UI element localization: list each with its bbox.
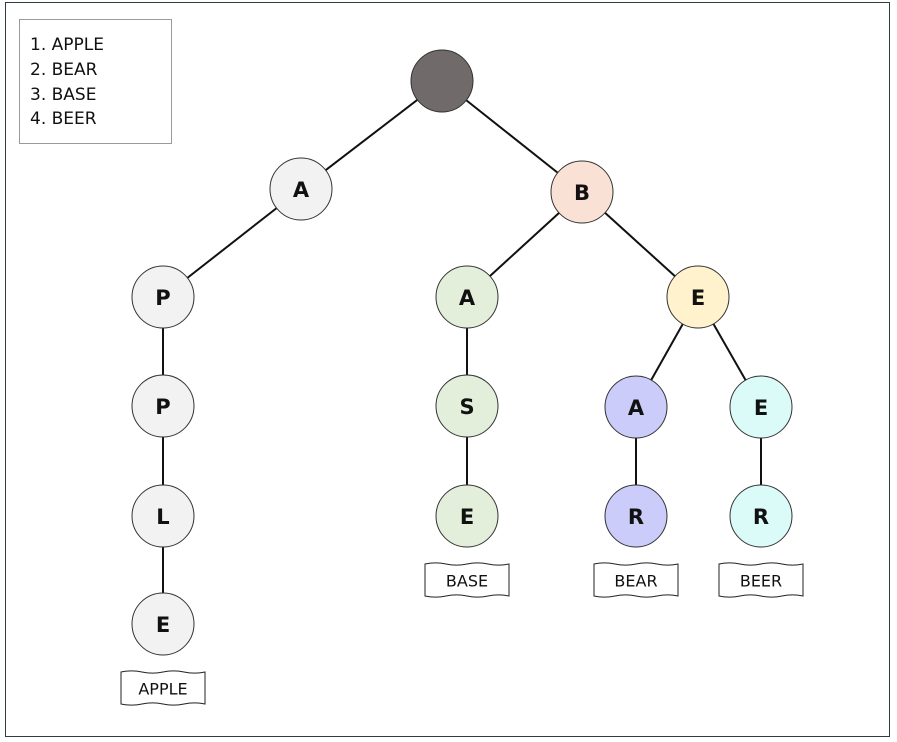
node-label: E (460, 505, 474, 529)
trie-node-e3: E (666, 265, 730, 329)
legend-item-4: 4. BEER (30, 109, 97, 129)
legend-item-1: 1. APPLE (30, 35, 104, 55)
trie-node-root (410, 49, 474, 113)
trie-node-r1: R (604, 484, 668, 548)
node-label: E (691, 286, 705, 310)
word-tag-base: BASE (424, 562, 510, 598)
word-tag-box (593, 562, 679, 598)
legend-box (19, 19, 172, 144)
word-tag-beer: BEER (718, 562, 804, 598)
node-label: S (459, 395, 474, 419)
trie-nodes: A B P P L E A S E E A R E R (131, 49, 793, 656)
legend: 1. APPLE 2. BEAR 3. BASE 4. BEER (19, 19, 172, 144)
trie-node-b1: B (550, 160, 614, 224)
node-circle (604, 484, 668, 548)
node-label: L (156, 505, 169, 529)
node-circle (410, 49, 474, 113)
node-circle (269, 157, 333, 221)
node-circle (550, 160, 614, 224)
word-tag-label: BASE (446, 572, 488, 591)
word-tags: APPLE BASE BEAR BEER (120, 562, 804, 706)
word-tag-label: BEAR (614, 572, 657, 591)
trie-node-a1: A (269, 157, 333, 221)
node-label: A (459, 286, 476, 310)
legend-item-3: 3. BASE (30, 85, 96, 105)
node-circle (435, 374, 499, 438)
edge-root-a1 (325, 99, 418, 171)
node-circle (131, 592, 195, 656)
diagram-frame (5, 2, 890, 737)
node-label: R (628, 505, 644, 529)
node-circle (729, 484, 793, 548)
node-label: A (293, 178, 310, 202)
node-circle (131, 484, 195, 548)
trie-node-e2: E (435, 484, 499, 548)
node-label: E (156, 613, 170, 637)
node-circle (604, 375, 668, 439)
edge-root-b1 (465, 99, 559, 174)
node-circle (435, 484, 499, 548)
edge-e3-a3 (650, 323, 684, 381)
trie-node-r2: R (729, 484, 793, 548)
trie-node-a2: A (435, 265, 499, 329)
word-tag-box (120, 670, 206, 706)
trie-edges (162, 99, 762, 593)
node-circle (435, 265, 499, 329)
node-circle (729, 375, 793, 439)
node-label: P (155, 286, 170, 310)
edge-b1-a2 (489, 212, 560, 277)
word-tag-label: APPLE (138, 680, 187, 699)
node-label: R (753, 505, 769, 529)
word-tag-label: BEER (740, 572, 782, 591)
trie-node-a3: A (604, 375, 668, 439)
word-tag-box (424, 562, 510, 598)
node-label: B (574, 181, 590, 205)
word-tag-bear: BEAR (593, 562, 679, 598)
trie-node-l1: L (131, 484, 195, 548)
trie-node-e1: E (131, 592, 195, 656)
node-label: P (155, 395, 170, 419)
word-tag-apple: APPLE (120, 670, 206, 706)
node-label: A (628, 396, 645, 420)
node-circle (131, 265, 195, 329)
trie-node-e4: E (729, 375, 793, 439)
edge-b1-e3 (604, 212, 676, 277)
edge-a1-p1 (186, 207, 278, 279)
trie-node-s1: S (435, 374, 499, 438)
trie-node-p2: P (131, 374, 195, 438)
node-circle (131, 374, 195, 438)
edge-e3-e4 (712, 323, 747, 381)
word-tag-box (718, 562, 804, 598)
node-label: E (754, 396, 768, 420)
legend-item-2: 2. BEAR (30, 60, 98, 80)
node-circle (666, 265, 730, 329)
trie-node-p1: P (131, 265, 195, 329)
